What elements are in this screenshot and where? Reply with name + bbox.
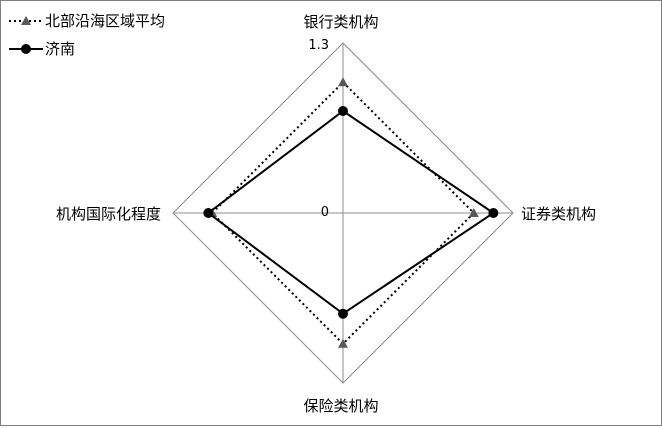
tick-label-min: 0 bbox=[321, 205, 329, 220]
series-layer bbox=[203, 77, 499, 348]
axis-label-insurance: 保险类机构 bbox=[303, 397, 378, 415]
axis-label-internationalization: 机构国际化程度 bbox=[56, 205, 161, 223]
series-line-jinan bbox=[206, 109, 496, 315]
legend-label-jinan: 济南 bbox=[45, 40, 75, 58]
data-point-jinan-2 bbox=[338, 308, 348, 319]
series-line-regional-average bbox=[210, 80, 476, 346]
tick-label-max: 1.3 bbox=[308, 38, 329, 53]
data-point-regional-average-2 bbox=[338, 338, 348, 348]
legend: 北部沿海区域平均 济南 bbox=[9, 12, 165, 58]
legend-item-regional-average: 北部沿海区域平均 bbox=[9, 12, 165, 30]
radar-grid bbox=[172, 42, 514, 384]
radar-tick-labels: 1.3 0 bbox=[308, 38, 329, 220]
axis-label-bank: 银行类机构 bbox=[303, 13, 378, 31]
data-point-jinan-0 bbox=[338, 106, 348, 116]
data-point-regional-average-1 bbox=[468, 208, 479, 217]
legend-marker-regional-average bbox=[21, 16, 31, 25]
axis-label-securities: 证券类机构 bbox=[521, 205, 596, 223]
legend-label-regional-average: 北部沿海区域平均 bbox=[45, 12, 165, 30]
data-point-jinan-1 bbox=[488, 208, 499, 218]
legend-marker-jinan bbox=[21, 44, 31, 54]
legend-item-jinan: 济南 bbox=[9, 40, 75, 58]
data-point-regional-average-0 bbox=[338, 77, 348, 87]
axis-labels: 银行类机构 证券类机构 保险类机构 机构国际化程度 bbox=[56, 13, 596, 415]
data-point-jinan-3 bbox=[203, 208, 214, 218]
